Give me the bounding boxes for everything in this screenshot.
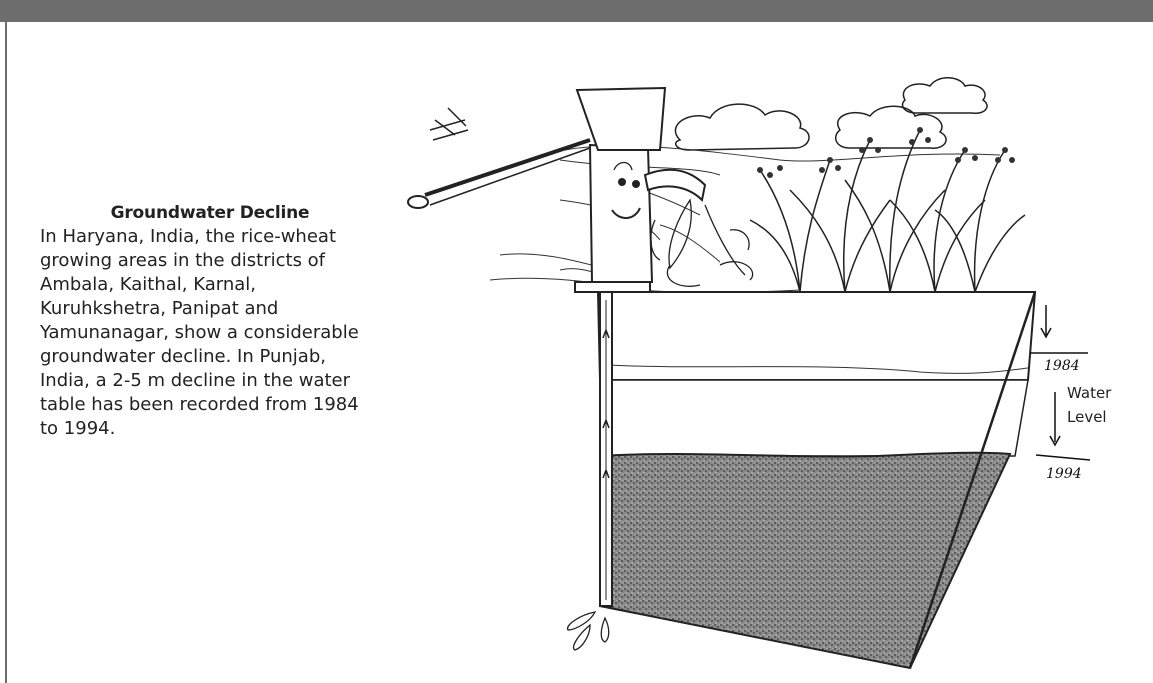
level-markers: [1030, 305, 1090, 460]
landscape: [490, 146, 1000, 293]
pump-pipe: [600, 288, 612, 606]
soil-profile: [598, 292, 1035, 668]
level-label: Level: [1067, 408, 1107, 426]
clouds: [675, 78, 987, 150]
drops-bottom: [568, 612, 609, 650]
splash: [651, 200, 753, 286]
year-1984-label: 1984: [1044, 358, 1080, 374]
year-1994-label: 1994: [1046, 466, 1082, 482]
hand-pump: [408, 88, 705, 292]
water-label: Water: [1067, 384, 1112, 402]
rice-grains: [757, 127, 1015, 178]
